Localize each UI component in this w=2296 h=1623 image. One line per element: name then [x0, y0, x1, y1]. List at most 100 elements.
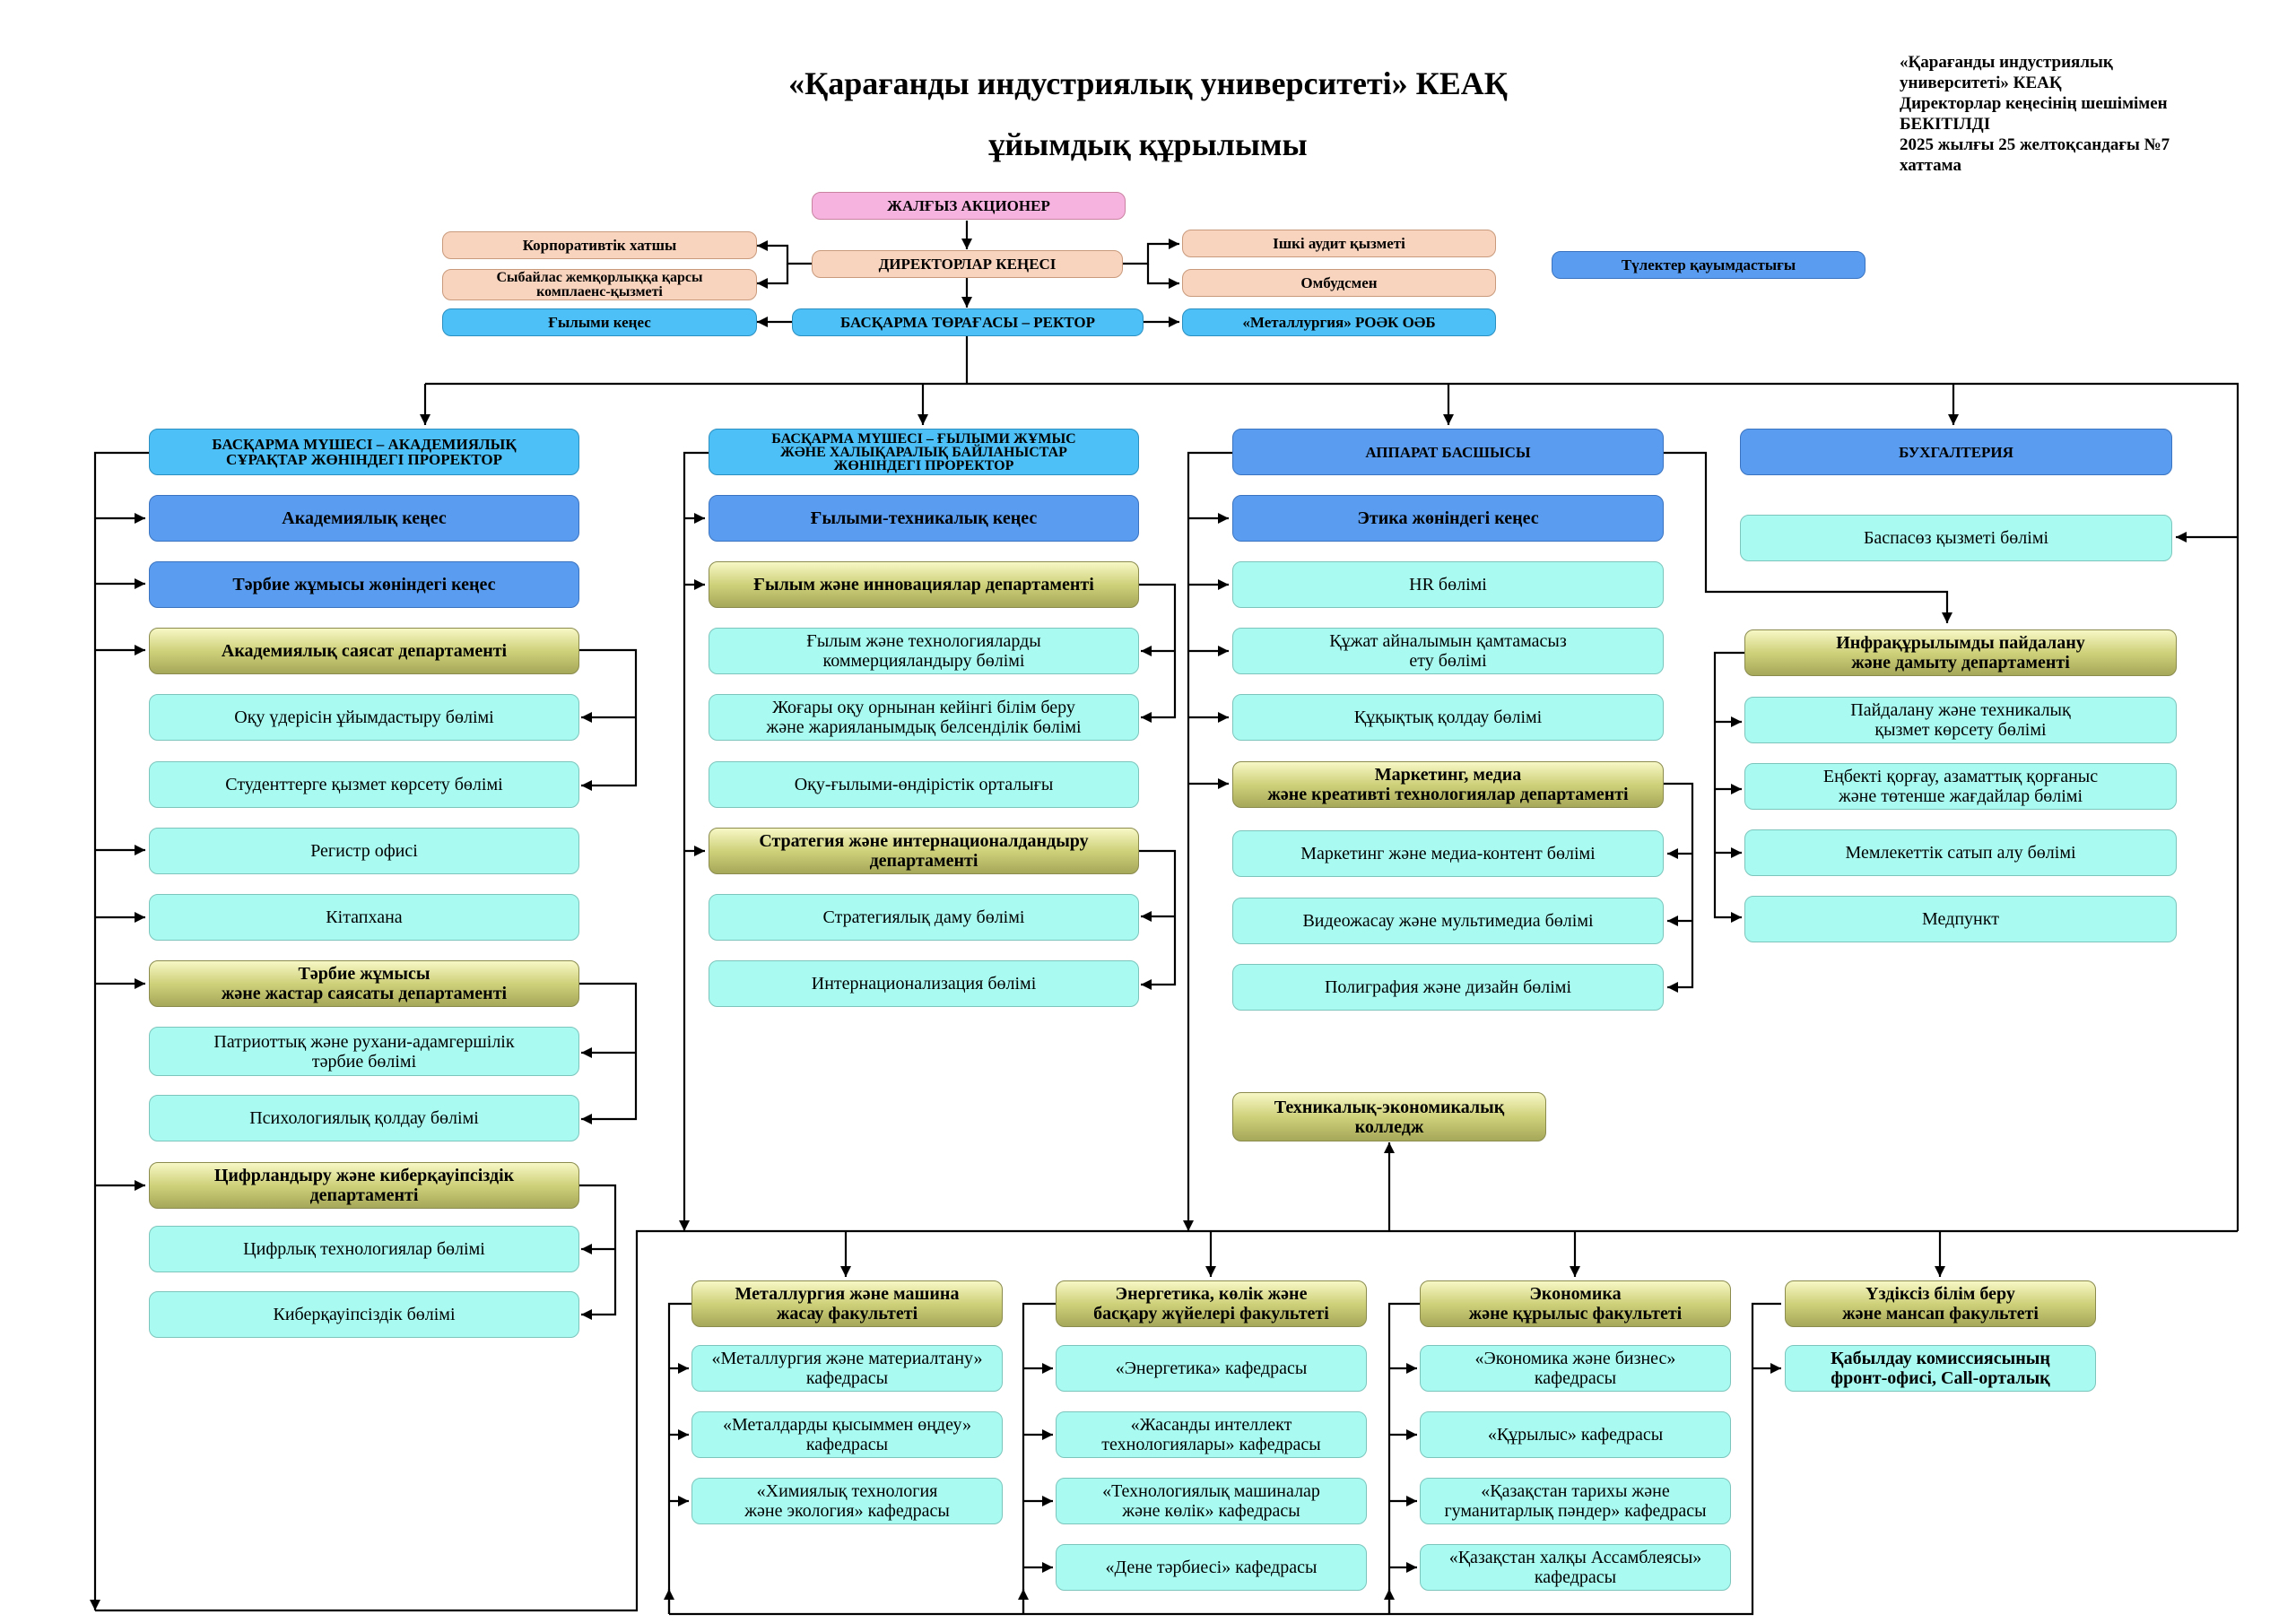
faculty-continuing-label: Үздіксіз білім беру және мансап факульте… [1842, 1284, 2039, 1324]
shareholder-box[interactable]: ЖАЛҒЫЗ АКЦИОНЕР [812, 192, 1126, 220]
col2-dept1-item-2[interactable]: Жоғары оқу орнынан кейінгі білім беру жә… [709, 694, 1139, 741]
col2-dept2-item-2[interactable]: Интернационализация бөлімі [709, 960, 1139, 1007]
youth-policy-dept-label: Тәрбие жұмысы және жастар саясаты департ… [221, 964, 508, 1003]
f3-dept-2[interactable]: «Құрылыс» кафедрасы [1420, 1411, 1731, 1458]
col4-dept-item-2[interactable]: Еңбекті қорғау, азаматтық қорғаныс және … [1744, 763, 2177, 810]
f3-dept-1[interactable]: «Экономика және бизнес» кафедрасы [1420, 1345, 1731, 1392]
col2-dept1-item-3-label: Оқу-ғылыми-өндірістік орталығы [794, 775, 1054, 794]
col1-dept1-item-1[interactable]: Оқу үдерісін ұйымдастыру бөлімі [149, 694, 579, 741]
chief-of-staff-box[interactable]: АППАРАТ БАСШЫСЫ [1232, 429, 1664, 475]
col2-dept2-item-1[interactable]: Стратегиялық даму бөлімі [709, 894, 1139, 941]
education-council-box[interactable]: Тәрбие жұмысы жөніндегі кеңес [149, 561, 579, 608]
internal-audit-box[interactable]: Ішкі аудит қызметі [1182, 230, 1496, 257]
f1-dept-1-label: «Металлургия және материалтану» кафедрас… [711, 1349, 983, 1388]
f2-dept-1-label: «Энергетика» кафедрасы [1115, 1358, 1308, 1378]
faculty-continuing-box[interactable]: Үздіксіз білім беру және мансап факульте… [1785, 1280, 2096, 1327]
f3-dept-4[interactable]: «Қазақстан халқы Ассамблеясы» кафедрасы [1420, 1544, 1731, 1591]
academic-council-box[interactable]: Академиялық кеңес [149, 495, 579, 542]
f2-dept-2[interactable]: «Жасанды интеллект технологиялары» кафед… [1056, 1411, 1367, 1458]
rector-label: БАСҚАРМА ТӨРАҒАСЫ – РЕКТОР [840, 314, 1095, 331]
faculty-energy-box[interactable]: Энергетика, көлік және басқару жүйелері … [1056, 1280, 1367, 1327]
compliance-box[interactable]: Сыбайлас жемқорлыққа қарсы комплаенс-қыз… [442, 269, 757, 300]
infrastructure-dept-label: Инфрақұрылымды пайдалану және дамыту деп… [1836, 633, 2085, 673]
col3-dept-item-1[interactable]: Маркетинг және медиа-контент бөлімі [1232, 830, 1664, 877]
f2-dept-2-label: «Жасанды интеллект технологиялары» кафед… [1101, 1415, 1321, 1454]
accounting-label: БУХГАЛТЕРИЯ [1899, 443, 2013, 461]
f2-dept-1[interactable]: «Энергетика» кафедрасы [1056, 1345, 1367, 1392]
col2-dept2-item-1-label: Стратегиялық даму бөлімі [822, 907, 1025, 927]
compliance-label: Сыбайлас жемқорлыққа қарсы комплаенс-қыз… [496, 269, 703, 299]
college-box[interactable]: Техникалық-экономикалық колледж [1232, 1092, 1546, 1141]
col1-dept3-item-2-label: Киберқауіпсіздік бөлімі [273, 1305, 456, 1324]
press-service-box[interactable]: Баспасөз қызметі бөлімі [1740, 515, 2172, 561]
science-council-box[interactable]: Ғылыми кеңес [442, 308, 757, 336]
metallurgy-ndo-label: «Металлургия» РОӘК ОӘБ [1242, 314, 1436, 331]
rector-box[interactable]: БАСҚАРМА ТӨРАҒАСЫ – РЕКТОР [792, 308, 1144, 336]
col4-dept-item-4[interactable]: Медпункт [1744, 896, 2177, 942]
academic-vice-rector-box[interactable]: БАСҚАРМА МҮШЕСІ – АКАДЕМИЯЛЫҚ СҰРАҚТАР Ж… [149, 429, 579, 475]
corp-secretary-box[interactable]: Корпоративтік хатшы [442, 231, 757, 259]
page-title: «Қарағанды индустриялық университеті» КЕ… [788, 65, 1508, 101]
col4-dept-item-1[interactable]: Пайдалану және техникалық қызмет көрсету… [1744, 697, 2177, 743]
library-label: Кітапхана [326, 907, 403, 927]
col3-dept-item-3-label: Полиграфия және дизайн бөлімі [1324, 977, 1572, 997]
faculty-economics-box[interactable]: Экономика және құрылыс факультеті [1420, 1280, 1731, 1327]
college-label: Техникалық-экономикалық колледж [1274, 1097, 1505, 1137]
legal-support-box[interactable]: Құқықтық қолдау бөлімі [1232, 694, 1664, 741]
youth-policy-dept-box[interactable]: Тәрбие жұмысы және жастар саясаты департ… [149, 960, 579, 1007]
registrar-label: Регистр офисі [310, 841, 418, 861]
alumni-box[interactable]: Түлектер қауымдастығы [1552, 251, 1866, 279]
digital-dept-label: Цифрландыру және киберқауіпсіздік департ… [213, 1166, 515, 1205]
col4-dept-item-3[interactable]: Мемлекеттік сатып алу бөлімі [1744, 829, 2177, 876]
f2-dept-4[interactable]: «Дене тәрбиесі» кафедрасы [1056, 1544, 1367, 1591]
infrastructure-dept-box[interactable]: Инфрақұрылымды пайдалану және дамыту деп… [1744, 629, 2177, 676]
strategy-dept-box[interactable]: Стратегия және интернационалдандыру депа… [709, 828, 1139, 874]
registrar-box[interactable]: Регистр офисі [149, 828, 579, 874]
library-box[interactable]: Кітапхана [149, 894, 579, 941]
f1-dept-3-label: «Химиялық технология және экология» кафе… [744, 1481, 950, 1521]
col3-dept-item-2[interactable]: Видеожасау және мультимедиа бөлімі [1232, 898, 1664, 944]
faculty-metallurgy-box[interactable]: Металлургия және машина жасау факультеті [691, 1280, 1003, 1327]
science-vice-rector-box[interactable]: БАСҚАРМА МҮШЕСІ – ҒЫЛЫМИ ЖҰМЫС ЖӘНЕ ХАЛЫ… [709, 429, 1139, 475]
board-box[interactable]: ДИРЕКТОРЛАР КЕҢЕСІ [812, 250, 1123, 278]
accounting-box[interactable]: БУХГАЛТЕРИЯ [1740, 429, 2172, 475]
col1-dept3-item-1[interactable]: Цифрлық технологиялар бөлімі [149, 1226, 579, 1272]
academic-policy-dept-box[interactable]: Академиялық саясат департаменті [149, 628, 579, 674]
legal-support-label: Құқықтық қолдау бөлімі [1353, 707, 1543, 727]
col4-dept-item-2-label: Еңбекті қорғау, азаматтық қорғаныс және … [1822, 767, 2099, 806]
faculty-energy-label: Энергетика, көлік және басқару жүйелері … [1093, 1284, 1329, 1324]
f2-dept-4-label: «Дене тәрбиесі» кафедрасы [1105, 1558, 1318, 1577]
col2-dept1-item-1[interactable]: Ғылым және технологияларды коммерцияланд… [709, 628, 1139, 674]
science-vice-rector-label: БАСҚАРМА МҮШЕСІ – ҒЫЛЫМИ ЖҰМЫС ЖӘНЕ ХАЛЫ… [771, 430, 1076, 473]
metallurgy-ndo-box[interactable]: «Металлургия» РОӘК ОӘБ [1182, 308, 1496, 336]
document-flow-box[interactable]: Құжат айналымын қамтамасыз ету бөлімі [1232, 628, 1664, 674]
f3-dept-3[interactable]: «Қазақстан тарихы және гуманитарлық пәнд… [1420, 1478, 1731, 1524]
f1-dept-2[interactable]: «Металдарды қысыммен өңдеу» кафедрасы [691, 1411, 1003, 1458]
f1-dept-1[interactable]: «Металлургия және материалтану» кафедрас… [691, 1345, 1003, 1392]
col1-dept3-item-2[interactable]: Киберқауіпсіздік бөлімі [149, 1291, 579, 1338]
f3-dept-4-label: «Қазақстан халқы Ассамблеясы» кафедрасы [1448, 1548, 1702, 1587]
col4-dept-item-4-label: Медпункт [1922, 909, 1999, 929]
col1-dept1-item-2[interactable]: Студенттерге қызмет көрсету бөлімі [149, 761, 579, 808]
shareholder-label: ЖАЛҒЫЗ АКЦИОНЕР [887, 197, 1050, 214]
ethics-council-box[interactable]: Этика жөніндегі кеңес [1232, 495, 1664, 542]
col1-dept2-item-2[interactable]: Психологиялық қолдау бөлімі [149, 1095, 579, 1141]
f1-dept-3[interactable]: «Химиялық технология және экология» кафе… [691, 1478, 1003, 1524]
scientific-technical-council-box[interactable]: Ғылыми-техникалық кеңес [709, 495, 1139, 542]
ombudsman-box[interactable]: Омбудсмен [1182, 269, 1496, 297]
academic-vice-rector-label: БАСҚАРМА МҮШЕСІ – АКАДЕМИЯЛЫҚ СҰРАҚТАР Ж… [212, 436, 517, 468]
science-innovation-dept-box[interactable]: Ғылым және инновациялар департаменті [709, 561, 1139, 608]
education-council-label: Тәрбие жұмысы жөніндегі кеңес [232, 575, 496, 595]
f2-dept-3[interactable]: «Технологиялық машиналар және көлік» каф… [1056, 1478, 1367, 1524]
f2-dept-3-label: «Технологиялық машиналар және көлік» каф… [1102, 1481, 1320, 1521]
col2-dept1-item-3[interactable]: Оқу-ғылыми-өндірістік орталығы [709, 761, 1139, 808]
hr-box[interactable]: HR бөлімі [1232, 561, 1664, 608]
col1-dept2-item-1[interactable]: Патриоттық және рухани-адамгершілік тәрб… [149, 1027, 579, 1076]
digital-dept-box[interactable]: Цифрландыру және киберқауіпсіздік департ… [149, 1162, 579, 1209]
f4-dept-1[interactable]: Қабылдау комиссиясының фронт-офисі, Call… [1785, 1345, 2096, 1392]
alumni-label: Түлектер қауымдастығы [1621, 256, 1796, 273]
marketing-dept-box[interactable]: Маркетинг, медиа және креативті технолог… [1232, 761, 1664, 808]
col3-dept-item-3[interactable]: Полиграфия және дизайн бөлімі [1232, 964, 1664, 1011]
scientific-technical-council-label: Ғылыми-техникалық кеңес [810, 508, 1038, 528]
